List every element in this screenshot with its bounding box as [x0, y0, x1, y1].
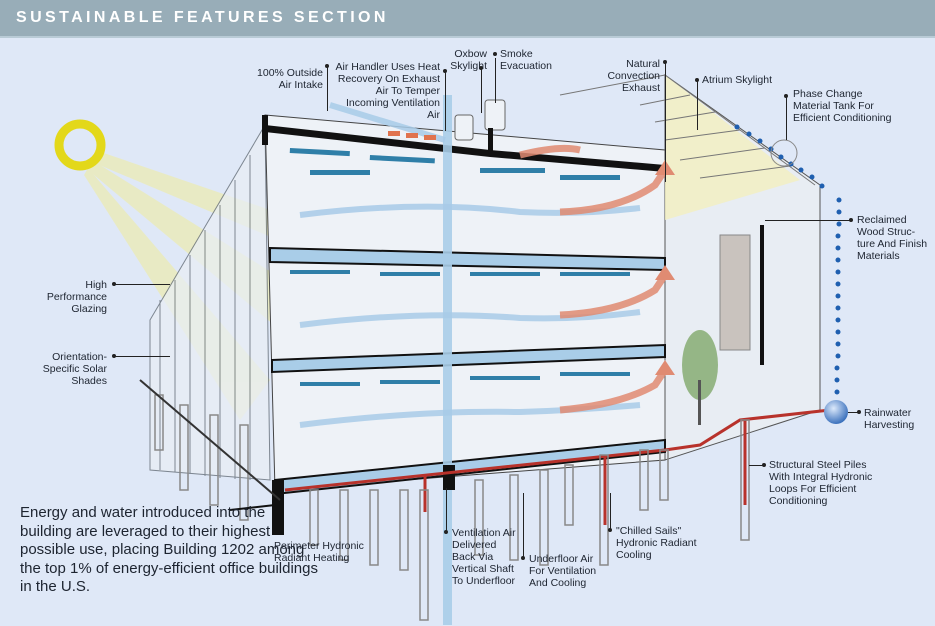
leader-line	[665, 62, 666, 182]
leader-line	[765, 220, 850, 221]
leader-dot	[112, 354, 116, 358]
leader-line	[115, 356, 170, 357]
leader-dot	[784, 94, 788, 98]
leader-line	[445, 71, 446, 131]
tree-icon	[682, 330, 718, 425]
leader-line	[610, 493, 611, 531]
sun-icon	[54, 119, 106, 171]
leader-dot	[857, 410, 861, 414]
label-phase-change-material-tank: Phase Change Material Tank For Efficient…	[793, 88, 892, 124]
label-chilled-sails: "Chilled Sails" Hydronic Radiant Cooling	[616, 525, 697, 561]
label-outside-air-intake: 100% Outside Air Intake	[257, 67, 323, 91]
pcm-tank-icon	[770, 139, 798, 167]
label-high-performance-glazing: High Performance Glazing	[46, 279, 107, 315]
leader-line	[697, 80, 698, 130]
leader-dot	[521, 556, 525, 560]
label-orientation-specific-solar-shades: Orientation- Specific Solar Shades	[42, 351, 107, 387]
leader-dot	[112, 282, 116, 286]
leader-dot	[663, 60, 667, 64]
building-illustration	[54, 74, 848, 625]
caption-text: Energy and water introduced into the bui…	[20, 504, 318, 595]
heat-recovery-duct	[388, 131, 436, 140]
leader-line	[749, 465, 763, 466]
leader-dot	[443, 69, 447, 73]
label-perimeter-hydronic-heating: Perimeter Hydronic Radiant Heating	[274, 540, 364, 564]
leader-dot	[325, 64, 329, 68]
label-oxbow-skylight: Oxbow Skylight	[450, 48, 487, 72]
leader-line	[786, 96, 787, 140]
label-smoke-evacuation: Smoke Evacuation	[500, 48, 552, 72]
label-rainwater-harvesting: Rainwater Harvesting	[864, 407, 915, 431]
leader-line	[327, 66, 328, 111]
leader-line	[115, 284, 170, 285]
label-structural-steel-piles: Structural Steel Piles With Integral Hyd…	[769, 459, 873, 507]
leader-dot	[479, 66, 483, 70]
leader-line	[446, 488, 447, 533]
leader-dot	[608, 528, 612, 532]
label-reclaimed-wood: Reclaimed Wood Struc- ture And Finish Ma…	[857, 214, 928, 262]
section-header: SUSTAINABLE FEATURES SECTION	[0, 0, 935, 38]
leader-line	[481, 68, 482, 113]
structural-piles	[154, 394, 750, 621]
leader-line	[495, 58, 496, 103]
hydronic-loop	[284, 408, 831, 525]
leader-line	[523, 493, 524, 558]
label-natural-convection-exhaust: Natural Convection Exhaust	[607, 58, 660, 94]
leader-dot	[849, 218, 853, 222]
leader-line	[848, 412, 858, 413]
leader-dot	[444, 530, 448, 534]
label-atrium-skylight: Atrium Skylight	[702, 74, 773, 86]
leader-dot	[695, 78, 699, 82]
chilled-sails	[289, 148, 630, 386]
rainwater-path	[734, 124, 842, 395]
section-title: SUSTAINABLE FEATURES SECTION	[16, 9, 389, 26]
label-air-handler: Air Handler Uses Heat Recovery On Exhaus…	[335, 61, 440, 121]
building-section-diagram: 100% Outside Air Intake Air Handler Uses…	[0, 38, 935, 626]
label-underfloor-air: Underfloor Air For Ventilation And Cooli…	[529, 553, 597, 589]
label-ventilation-air-shaft: Ventilation Air Delivered Back Via Verti…	[452, 527, 516, 587]
rainwater-cistern-icon	[824, 400, 848, 424]
leader-dot	[762, 463, 766, 467]
leader-dot	[493, 52, 497, 56]
